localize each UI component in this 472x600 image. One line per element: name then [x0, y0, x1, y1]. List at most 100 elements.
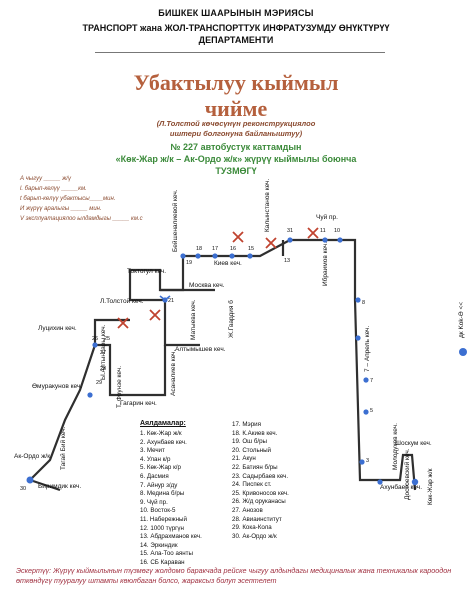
fill-line: А чыгуу _____ ж/ү: [20, 176, 71, 182]
subtitle-1: (Л.Толстой көчөсүнүн реконструкциялоо: [156, 119, 316, 128]
stop-number: 19: [186, 260, 193, 266]
stop-marker: [287, 237, 293, 243]
stop-marker: [87, 392, 93, 398]
stop-list-item: 28. Авиаинститут: [232, 515, 282, 523]
fill-line: И жүрүү аралыгы _____ мин.: [20, 206, 102, 212]
stop-marker: [26, 476, 34, 484]
stop-number: 17: [212, 246, 219, 252]
stop-number: 3: [366, 458, 370, 464]
street-ltolstoy: Л.Толстой кеч.: [100, 298, 144, 305]
street-tagay: Тагай Бий кеч.: [60, 426, 67, 470]
street-omurakunov: Өмуракунов кеч.: [32, 383, 83, 390]
closure-cross: [149, 309, 161, 321]
stop-marker: [355, 335, 361, 341]
street-asanaliev: Асаналиев кеч.: [170, 349, 177, 396]
header-line-1: БИШКЕК ШААРЫНЫН МЭРИЯСЫ: [158, 8, 314, 18]
stop-list-item: 23. Садырбаев кеч.: [232, 472, 289, 480]
street-matyaeva: Матыева кеч.: [190, 299, 197, 340]
route-loop: [93, 318, 167, 397]
street-akordo: Ак-Ордо ж/к: [14, 453, 51, 460]
stop-list-item: 29. Кока-Кола: [232, 524, 272, 532]
stop-marker: [195, 253, 201, 259]
subtitle-2: иштери болгонуна байланыштуу): [169, 129, 303, 138]
stop-marker: [377, 479, 383, 485]
stop-number: 13: [284, 258, 291, 264]
stop-list-item: 24. Писпек ст.: [232, 481, 272, 489]
stop-list-item: 14. Эркиндик: [140, 541, 178, 549]
header-line-2: ТРАНСПОРТ жана ЖОЛ-ТРАНСПОРТТУК ИНФРАТУЗ…: [82, 23, 390, 33]
stop-number: 29: [96, 380, 103, 386]
stop-list-item: 7. Айнур з/ду: [140, 481, 178, 489]
stop-list-item: 22. Батиян б/ры: [232, 464, 278, 471]
street-altymyshev: Алтымышев кеч.: [175, 346, 226, 353]
stop-marker: [92, 342, 98, 348]
stop-number: 8: [362, 300, 366, 306]
street-kiev: Киев кеч.: [214, 260, 242, 267]
stop-list-item: 27. Анозов: [232, 507, 263, 514]
street-jgvardiya: Ж.Гвардия б: [228, 300, 235, 338]
stop-marker: [322, 237, 328, 243]
street-chuy: Чуй пр.: [316, 214, 338, 221]
street-birimdik: Биримдик кеч.: [38, 483, 82, 490]
stop-list-item: 3. Мечит: [140, 447, 165, 455]
street-dostuk: Достоевский кеч.: [404, 448, 411, 500]
stop-number: 30: [20, 486, 27, 492]
fill-line: V эксплуатациялоо ылдамдыгы _____ км.с: [20, 216, 143, 222]
stop-list-item: 15. Ала-Тоо аянты: [140, 550, 193, 558]
stop-list-item: 19. Ош б/ры: [232, 438, 267, 446]
route-birimdik: [29, 478, 61, 492]
stop-marker: [337, 237, 343, 243]
document-title: Убактылуу кыймыл: [133, 70, 339, 95]
stop-number: 15: [248, 246, 255, 252]
stop-list-item: 4. Улан к/р: [140, 455, 171, 463]
street-moskva: Москва кеч.: [189, 282, 225, 289]
route-path: «Көк-Жар ж/к – Ак-Ордо ж/к» жүрүү кыймыл…: [115, 154, 357, 164]
footnote: Эскертүү: Жүрүү кыймылынын түзмөгү жолдо…: [16, 566, 452, 585]
street-right-vertical: дк Kok-Ә <<: [458, 301, 465, 338]
stop-marker: [359, 459, 365, 465]
street-ibraimov: Ибраимов кеч.: [322, 241, 329, 286]
stop-list-item: 20. Стольный: [232, 446, 272, 454]
stop-list-item: 10. Восток-5: [140, 507, 176, 515]
stop-marker: [459, 348, 467, 356]
stop-list-item: 6. Дасмия: [140, 473, 169, 480]
route-main-east: [183, 238, 417, 491]
closure-cross: [265, 237, 277, 249]
stop-list-item: 12. 1000 түргүн: [140, 524, 184, 532]
street-shoskum: Шоскум кеч.: [395, 440, 432, 447]
stop-marker: [411, 478, 419, 486]
street-kokjar: Көк-Жар ж/к: [427, 468, 434, 505]
stop-list-item: 21. Акун: [232, 455, 256, 463]
stop-marker: [212, 253, 218, 259]
fill-line: l. барып-келүү _____км.: [20, 186, 87, 192]
stop-list-item: 5. Көк-Жар к/р: [140, 464, 181, 472]
stop-list-item: 17. Мэрия: [232, 421, 261, 428]
stop-marker: [247, 253, 253, 259]
stop-list-item: 25. Кривоносов кеч.: [232, 489, 289, 497]
stop-number: 25: [104, 336, 111, 342]
stop-number: 7: [370, 378, 374, 384]
stop-list-item: 13. Абдрахманов кеч.: [140, 533, 202, 541]
stop-list-item: 1. Көк-Жар ж/к: [140, 430, 182, 437]
route-west: [29, 344, 97, 481]
closure-cross: [117, 317, 129, 329]
stop-number: 16: [230, 246, 237, 252]
document-title-2: чийме: [204, 96, 268, 121]
stop-list-item: 16. СБ Караван: [140, 559, 185, 566]
street-april7: 7 – Апрель кеч.: [364, 325, 371, 372]
stop-list-item: 11. Набережный: [140, 516, 187, 523]
scheme-label: ТУЗМӨГҮ: [215, 166, 257, 176]
header-line-3: ДЕПАРТАМЕНТИ: [198, 35, 274, 45]
stop-list-item: 26. Ж/д оруканасы: [232, 498, 286, 506]
stop-marker: [180, 253, 186, 259]
stop-list-item: 2. Ахунбаев кеч.: [140, 438, 187, 446]
stop-number: 10: [334, 228, 341, 234]
stop-list-item: 8. Медина б/ры: [140, 490, 185, 498]
closure-cross: [232, 231, 244, 243]
stop-marker: [363, 409, 369, 415]
street-molodukhov: Молодухов кеч.: [392, 423, 399, 470]
street-kalynstanov: Калынстанов кеч.: [264, 178, 271, 232]
stop-marker: [363, 377, 369, 383]
stop-number: 28: [100, 366, 107, 372]
